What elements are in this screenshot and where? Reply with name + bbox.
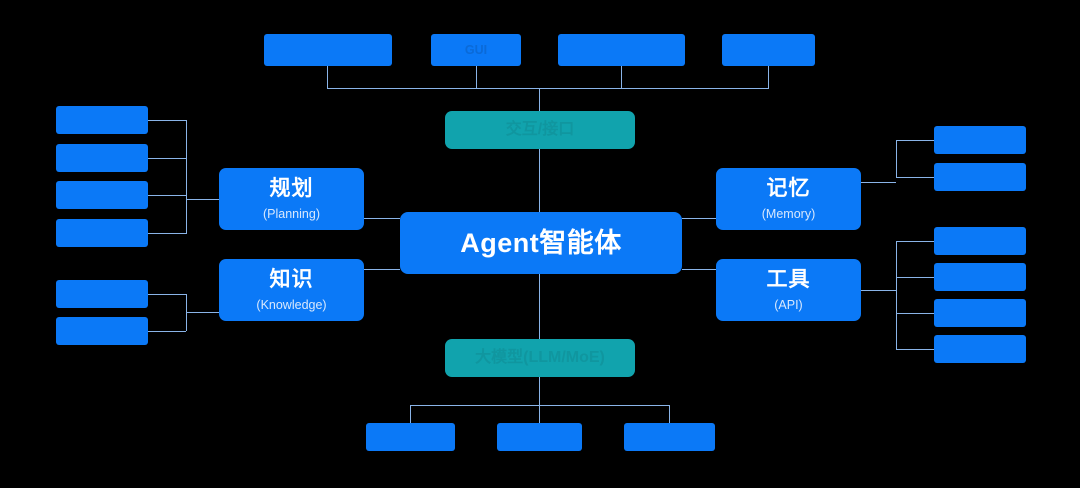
connector-memory-spine-out [861, 182, 896, 183]
connector-memory-leaf-2 [896, 177, 934, 178]
connector-top-stub-1 [327, 66, 328, 88]
connector-bottom-bus [410, 405, 670, 406]
agent-hub-label: Agent智能体 [460, 227, 622, 258]
connector-top-stub-2 [476, 66, 477, 88]
connector-memory-spine [896, 140, 897, 177]
planning-leaf-4[interactable] [56, 219, 148, 247]
connector-knowledge-spine-out [186, 312, 219, 313]
connector-bottom-stub-3 [669, 405, 670, 423]
planning-leaf-2[interactable] [56, 144, 148, 172]
connector-tools-leaf-3 [896, 313, 934, 314]
branch-planning-title: 规划 [269, 177, 314, 201]
connector-knowledge-leaf-1 [148, 294, 186, 295]
connector-tools-leaf-1 [896, 241, 934, 242]
bottom-node-1[interactable] [366, 423, 455, 451]
bottom-node-3[interactable] [624, 423, 715, 451]
interface-bar[interactable]: 交互/接口 [445, 111, 635, 149]
connector-tools-leaf-4 [896, 349, 934, 350]
connector-planning-leaf-3 [148, 195, 186, 196]
branch-planning-subtitle: (Planning) [263, 206, 320, 221]
connector-hub-to-tools [682, 269, 716, 270]
bottom-node-2[interactable] [497, 423, 582, 451]
llm-bar[interactable]: 大模型(LLM/MoE) [445, 339, 635, 377]
branch-knowledge-subtitle: (Knowledge) [256, 297, 327, 312]
knowledge-leaf-2[interactable] [56, 317, 148, 345]
memory-leaf-1[interactable] [934, 126, 1026, 154]
tools-leaf-4[interactable] [934, 335, 1026, 363]
connector-tools-spine-out [861, 290, 896, 291]
connector-tools-leaf-2 [896, 277, 934, 278]
connector-knowledge-leaf-2 [148, 331, 186, 332]
connector-planning-to-hub [364, 218, 400, 219]
connector-top-stub-3 [621, 66, 622, 88]
top-node-gui[interactable]: GUI [431, 34, 521, 66]
top-node-gui-label: GUI [464, 42, 488, 57]
connector-planning-spine-out [186, 199, 219, 200]
connector-planning-leaf-2 [148, 158, 186, 159]
connector-bottom-stub-1 [410, 405, 411, 423]
connector-planning-spine [186, 120, 187, 234]
interface-bar-label: 交互/接口 [505, 121, 575, 139]
llm-bar-label: 大模型(LLM/MoE) [475, 349, 605, 367]
connector-bottom-drop [539, 377, 540, 405]
connector-memory-leaf-1 [896, 140, 934, 141]
branch-tools-title: 工具 [766, 268, 811, 292]
connector-bottom-stub-2 [539, 405, 540, 423]
connector-hub-to-llm [539, 274, 540, 339]
branch-tools-subtitle: (API) [774, 297, 803, 312]
planning-leaf-3[interactable] [56, 181, 148, 209]
tools-leaf-1[interactable] [934, 227, 1026, 255]
branch-knowledge-title: 知识 [269, 268, 314, 292]
planning-leaf-1[interactable] [56, 106, 148, 134]
branch-memory-subtitle: (Memory) [761, 206, 816, 221]
connector-planning-leaf-4 [148, 233, 186, 234]
connector-knowledge-to-hub [364, 269, 400, 270]
connector-interface-to-hub [539, 149, 540, 212]
top-node-4[interactable] [722, 34, 815, 66]
agent-hub[interactable]: Agent智能体 [400, 212, 682, 274]
top-node-3[interactable] [558, 34, 685, 66]
memory-leaf-2[interactable] [934, 163, 1026, 191]
connector-tools-spine [896, 241, 897, 349]
branch-memory-title: 记忆 [766, 177, 811, 201]
top-node-1[interactable] [264, 34, 392, 66]
branch-tools[interactable]: 工具 (API) [716, 259, 861, 321]
connector-planning-leaf-1 [148, 120, 186, 121]
branch-memory[interactable]: 记忆 (Memory) [716, 168, 861, 230]
tools-leaf-3[interactable] [934, 299, 1026, 327]
branch-knowledge[interactable]: 知识 (Knowledge) [219, 259, 364, 321]
branch-planning[interactable]: 规划 (Planning) [219, 168, 364, 230]
connector-top-drop [539, 88, 540, 112]
tools-leaf-2[interactable] [934, 263, 1026, 291]
connector-hub-to-memory [682, 218, 716, 219]
connector-top-bus [327, 88, 769, 89]
knowledge-leaf-1[interactable] [56, 280, 148, 308]
connector-top-stub-4 [768, 66, 769, 88]
